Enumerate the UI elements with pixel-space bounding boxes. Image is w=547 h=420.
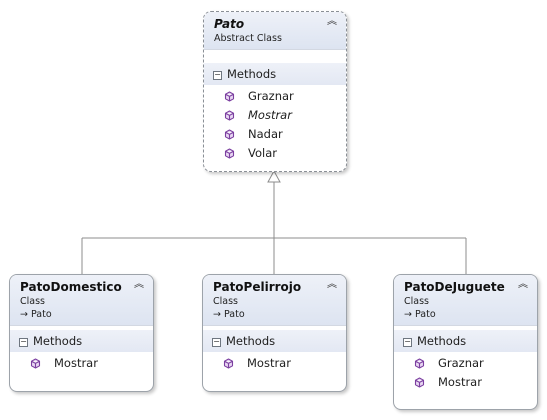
class-name: PatoDeJuguete — [404, 280, 505, 294]
method-cube-icon — [224, 110, 235, 121]
methods-section-header[interactable]: −Methods — [394, 330, 537, 352]
minus-toggle-icon[interactable]: − — [212, 337, 221, 347]
method-item-graznar[interactable]: Graznar — [204, 87, 346, 106]
method-name: Volar — [248, 146, 277, 160]
collapse-chevron-icon[interactable]: ︽ — [327, 279, 337, 290]
class-name: Pato — [214, 17, 245, 31]
methods-section-label: Methods — [226, 334, 276, 348]
inheritance-label: → Pato — [404, 308, 529, 321]
minus-toggle-icon[interactable]: − — [403, 337, 412, 347]
methods-section-header[interactable]: −Methods — [203, 330, 346, 352]
methods-section-header[interactable]: −Methods — [10, 330, 153, 352]
class-box-patopelirrojo[interactable]: PatoPelirrojo Class → Pato ︽ −Methods Mo… — [202, 274, 347, 392]
collapse-chevron-icon[interactable]: ︽ — [327, 16, 337, 27]
class-stereotype: Class — [404, 296, 429, 307]
generalization-arrowhead — [267, 169, 281, 183]
methods-section-label: Methods — [33, 334, 83, 348]
class-header: PatoPelirrojo Class → Pato ︽ — [203, 275, 346, 326]
method-item-mostrar[interactable]: Mostrar — [10, 354, 153, 373]
method-item-graznar[interactable]: Graznar — [394, 354, 537, 373]
inheritance-label: → Pato — [20, 308, 145, 321]
class-name: PatoDomestico — [20, 280, 122, 294]
method-list: Mostrar — [203, 352, 346, 376]
method-cube-icon — [223, 358, 234, 369]
method-cube-icon — [30, 358, 41, 369]
method-list: Mostrar — [10, 352, 153, 376]
method-name: Mostrar — [247, 356, 291, 370]
class-stereotype: Class — [213, 296, 238, 307]
collapse-chevron-icon[interactable]: ︽ — [518, 279, 528, 290]
class-box-pato[interactable]: Pato Abstract Class ︽ −Methods Graznar M… — [203, 11, 347, 172]
method-name: Nadar — [248, 127, 283, 141]
method-cube-icon — [224, 129, 235, 140]
base-class-name: Pato — [224, 309, 245, 320]
methods-section-label: Methods — [227, 67, 277, 81]
class-stereotype: Abstract Class — [214, 33, 282, 44]
base-class-name: Pato — [31, 309, 52, 320]
method-cube-icon — [224, 91, 235, 102]
methods-section-label: Methods — [417, 334, 467, 348]
class-box-patodejuguete[interactable]: PatoDeJuguete Class → Pato ︽ −Methods Gr… — [393, 274, 538, 410]
class-name: PatoPelirrojo — [213, 280, 302, 294]
class-stereotype: Class — [20, 296, 45, 307]
inheritance-label: → Pato — [213, 308, 338, 321]
method-name: Graznar — [248, 89, 294, 103]
method-name: Mostrar — [438, 375, 482, 389]
inherits-arrow-icon: → — [213, 309, 221, 320]
collapse-chevron-icon[interactable]: ︽ — [134, 279, 144, 290]
methods-section-header[interactable]: −Methods — [204, 63, 346, 85]
method-list: Graznar Mostrar — [394, 352, 537, 395]
method-item-mostrar[interactable]: Mostrar — [203, 354, 346, 373]
method-cube-icon — [414, 377, 425, 388]
method-item-volar[interactable]: Volar — [204, 144, 346, 163]
class-header: PatoDomestico Class → Pato ︽ — [10, 275, 153, 326]
method-item-nadar[interactable]: Nadar — [204, 125, 346, 144]
class-header: Pato Abstract Class ︽ — [204, 12, 346, 50]
method-list: Graznar Mostrar Nadar Volar — [204, 85, 346, 166]
inherits-arrow-icon: → — [404, 309, 412, 320]
method-item-mostrar[interactable]: Mostrar — [394, 373, 537, 392]
method-cube-icon — [414, 358, 425, 369]
class-header: PatoDeJuguete Class → Pato ︽ — [394, 275, 537, 326]
minus-toggle-icon[interactable]: − — [213, 70, 222, 80]
method-item-mostrar[interactable]: Mostrar — [204, 106, 346, 125]
base-class-name: Pato — [415, 309, 436, 320]
method-name: Mostrar — [54, 356, 98, 370]
minus-toggle-icon[interactable]: − — [19, 337, 28, 347]
method-cube-icon — [224, 148, 235, 159]
method-name: Mostrar — [248, 108, 292, 122]
class-box-patodomestico[interactable]: PatoDomestico Class → Pato ︽ −Methods Mo… — [9, 274, 154, 392]
method-name: Graznar — [438, 356, 484, 370]
inherits-arrow-icon: → — [20, 309, 28, 320]
